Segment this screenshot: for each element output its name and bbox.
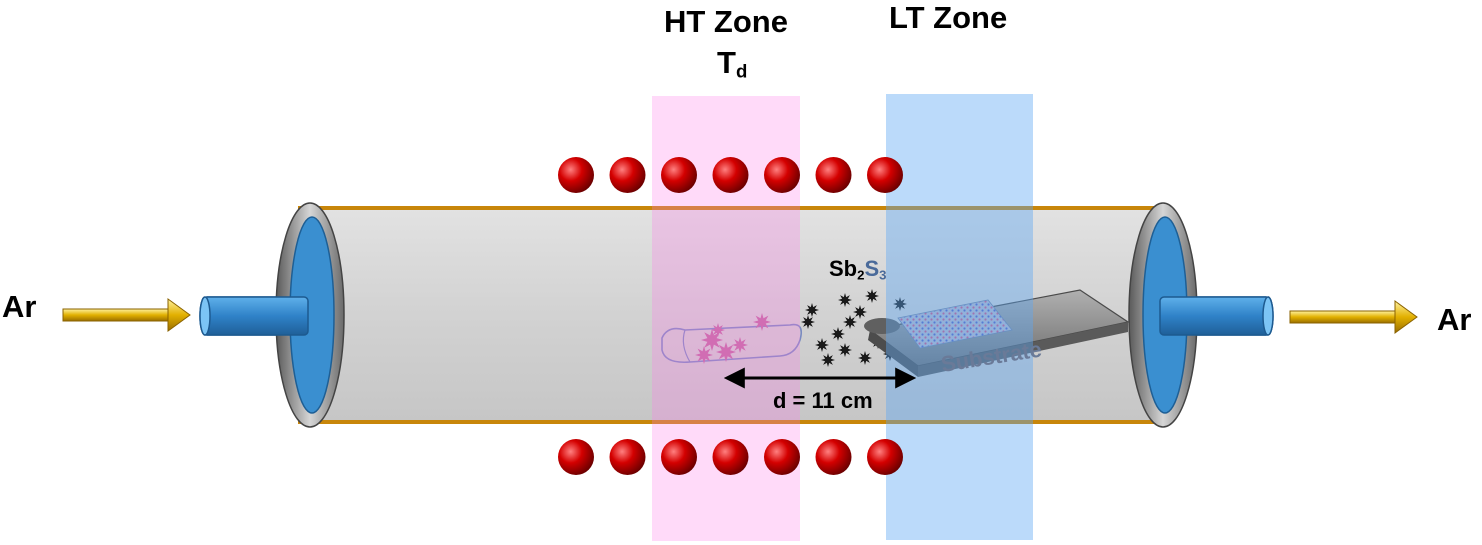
vapor-particle-4 xyxy=(843,315,857,329)
vapor-particle-5 xyxy=(801,315,815,329)
ht-temperature-label: Td xyxy=(717,47,747,81)
vapor-particle-6 xyxy=(831,327,845,341)
outlet-pipe-front xyxy=(1159,296,1271,336)
gas-outlet-label: Ar xyxy=(1437,302,1472,337)
heater-coil-top-6 xyxy=(815,157,852,193)
source-sparkle-2 xyxy=(716,342,736,362)
source-sparkle-3 xyxy=(695,346,713,364)
lt-zone-label: LT Zone xyxy=(889,0,1008,35)
source-sparkle-4 xyxy=(732,337,748,353)
vapor-particle-13 xyxy=(821,353,835,367)
heater-coil-top-4 xyxy=(712,157,749,193)
vapor-particle-3 xyxy=(805,303,819,317)
heater-coil-bottom-2 xyxy=(609,439,646,475)
heater-coils-top xyxy=(558,157,903,193)
heater-coils-bottom xyxy=(558,439,903,475)
compound-s-subscript: 3 xyxy=(879,267,887,283)
vapor-particle-14 xyxy=(853,305,867,319)
compound-label: Sb2S3 xyxy=(829,258,887,282)
compound-sb-subscript: 2 xyxy=(857,267,865,283)
source-boat xyxy=(661,323,803,364)
vapor-particle-9 xyxy=(838,343,852,357)
source-material xyxy=(695,313,771,364)
ht-zone-label: HT Zone xyxy=(664,4,788,39)
gas-inlet-arrow xyxy=(62,298,191,332)
inlet-pipe-front-mouth xyxy=(199,296,211,336)
vapor-particle-2 xyxy=(865,289,879,303)
vapor-particle-11 xyxy=(893,297,907,311)
vapor-particle-10 xyxy=(858,351,872,365)
gas-inlet-label: Ar xyxy=(2,289,37,324)
gas-outlet-arrow xyxy=(1289,300,1418,334)
heater-coil-bottom-7 xyxy=(867,439,903,475)
heater-coil-bottom-5 xyxy=(764,439,800,475)
heater-coil-top-1 xyxy=(558,157,594,193)
source-sparkle-6 xyxy=(711,323,725,337)
ht-temperature-symbol: T xyxy=(717,45,736,80)
heater-coil-top-3 xyxy=(661,157,697,193)
inlet-end-cap xyxy=(275,202,345,428)
distance-label: d = 11 cm xyxy=(773,388,873,413)
compound-sb: Sb xyxy=(829,256,858,281)
inlet-pipe-front xyxy=(202,296,309,336)
vapor-particle-1 xyxy=(838,293,852,307)
heater-coil-bottom-1 xyxy=(558,439,594,475)
heater-coil-top-2 xyxy=(609,157,646,193)
source-sparkle-5 xyxy=(753,313,771,331)
outlet-pipe-front-mouth xyxy=(1262,296,1274,336)
heater-coil-bottom-3 xyxy=(661,439,697,475)
vapor-particle-8 xyxy=(815,338,829,352)
ht-temperature-subscript: d xyxy=(735,60,748,82)
heater-coil-top-5 xyxy=(764,157,800,193)
heater-coil-bottom-4 xyxy=(712,439,749,475)
deposited-film xyxy=(897,299,1013,349)
compound-s: S xyxy=(864,256,880,281)
lt-zone-band xyxy=(886,94,1033,540)
heater-coil-top-7 xyxy=(867,157,903,193)
heater-coil-bottom-6 xyxy=(815,439,852,475)
